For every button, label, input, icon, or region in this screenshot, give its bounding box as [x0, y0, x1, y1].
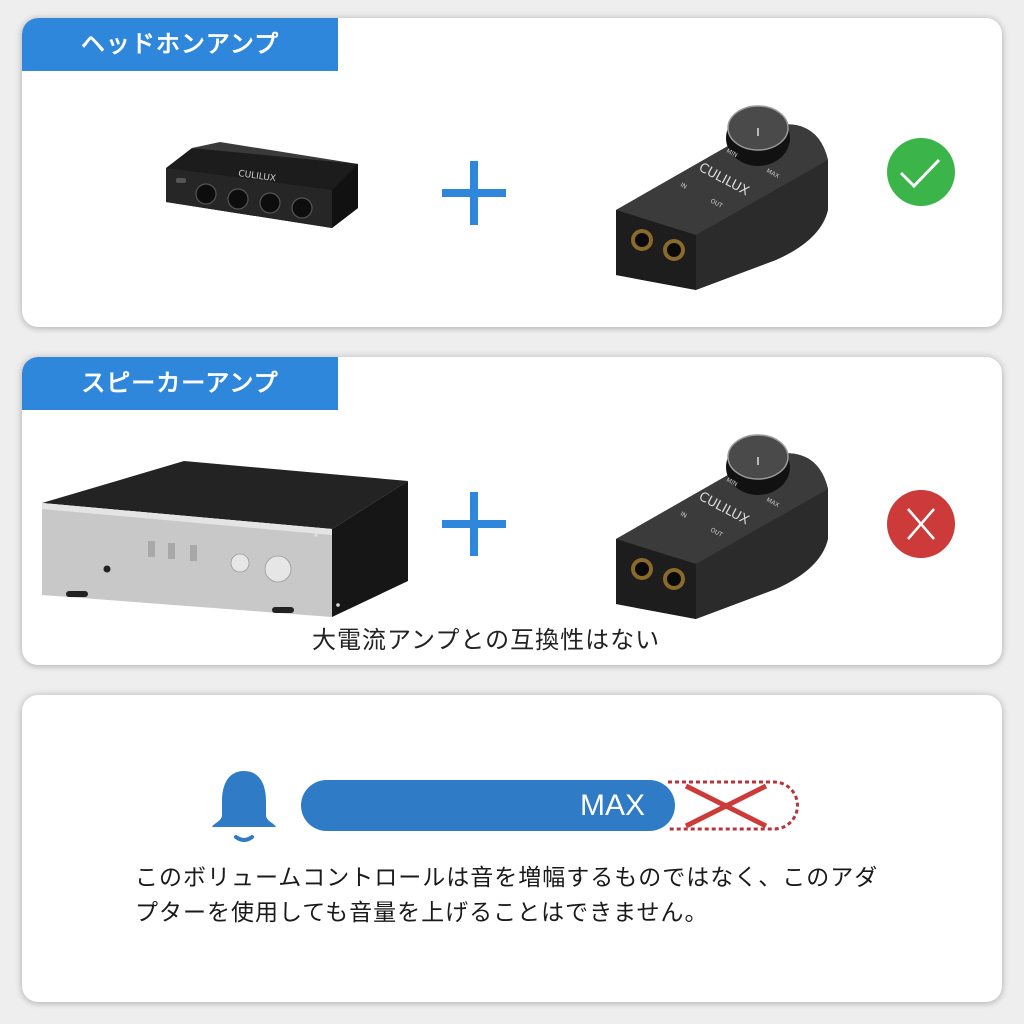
svg-text:IN: IN: [679, 182, 688, 191]
speaker-amp-tab: スピーカーアンプ: [22, 357, 338, 410]
disclaimer-line-2: プターを使用しても音量を上げることはできません。: [135, 900, 709, 926]
volume-adapter-image: CULILUX MIN MAX IN OUT: [606, 90, 836, 291]
max-volume-bar: MAX: [301, 780, 675, 831]
incompatibility-caption: 大電流アンプとの互換性はない: [312, 626, 661, 654]
check-icon: [887, 138, 955, 206]
headphone-splitter-image: CULILUX: [162, 130, 362, 250]
disclaimer-line-1: このボリュームコントロールは音を増幅するものではなく、このアダ: [135, 865, 879, 891]
exceeded-volume-indicator: [662, 780, 802, 831]
headphone-amp-tab: ヘッドホンアンプ: [22, 18, 338, 71]
volume-adapter-image: CULILUX MIN MAX IN OUT: [606, 419, 836, 619]
volume-disclaimer: このボリュームコントロールは音を増幅するものではなく、このアダ プターを使用して…: [135, 861, 915, 931]
svg-text:MIN: MIN: [725, 477, 738, 489]
svg-text:IN: IN: [679, 511, 688, 520]
plus-icon: [442, 161, 506, 225]
speaker-amplifier-image: [42, 457, 422, 617]
svg-text:MIN: MIN: [725, 148, 738, 160]
bell-icon: [208, 765, 280, 845]
cross-icon: [887, 490, 955, 558]
volume-note-panel: MAX このボリュームコントロールは音を増幅するものではなく、このアダ プターを…: [22, 695, 1002, 1002]
plus-icon: [442, 492, 506, 556]
speaker-amp-panel: スピーカーアンプ: [22, 357, 1002, 665]
headphone-amp-panel: ヘッドホンアンプ CULILUX: [22, 18, 1002, 327]
